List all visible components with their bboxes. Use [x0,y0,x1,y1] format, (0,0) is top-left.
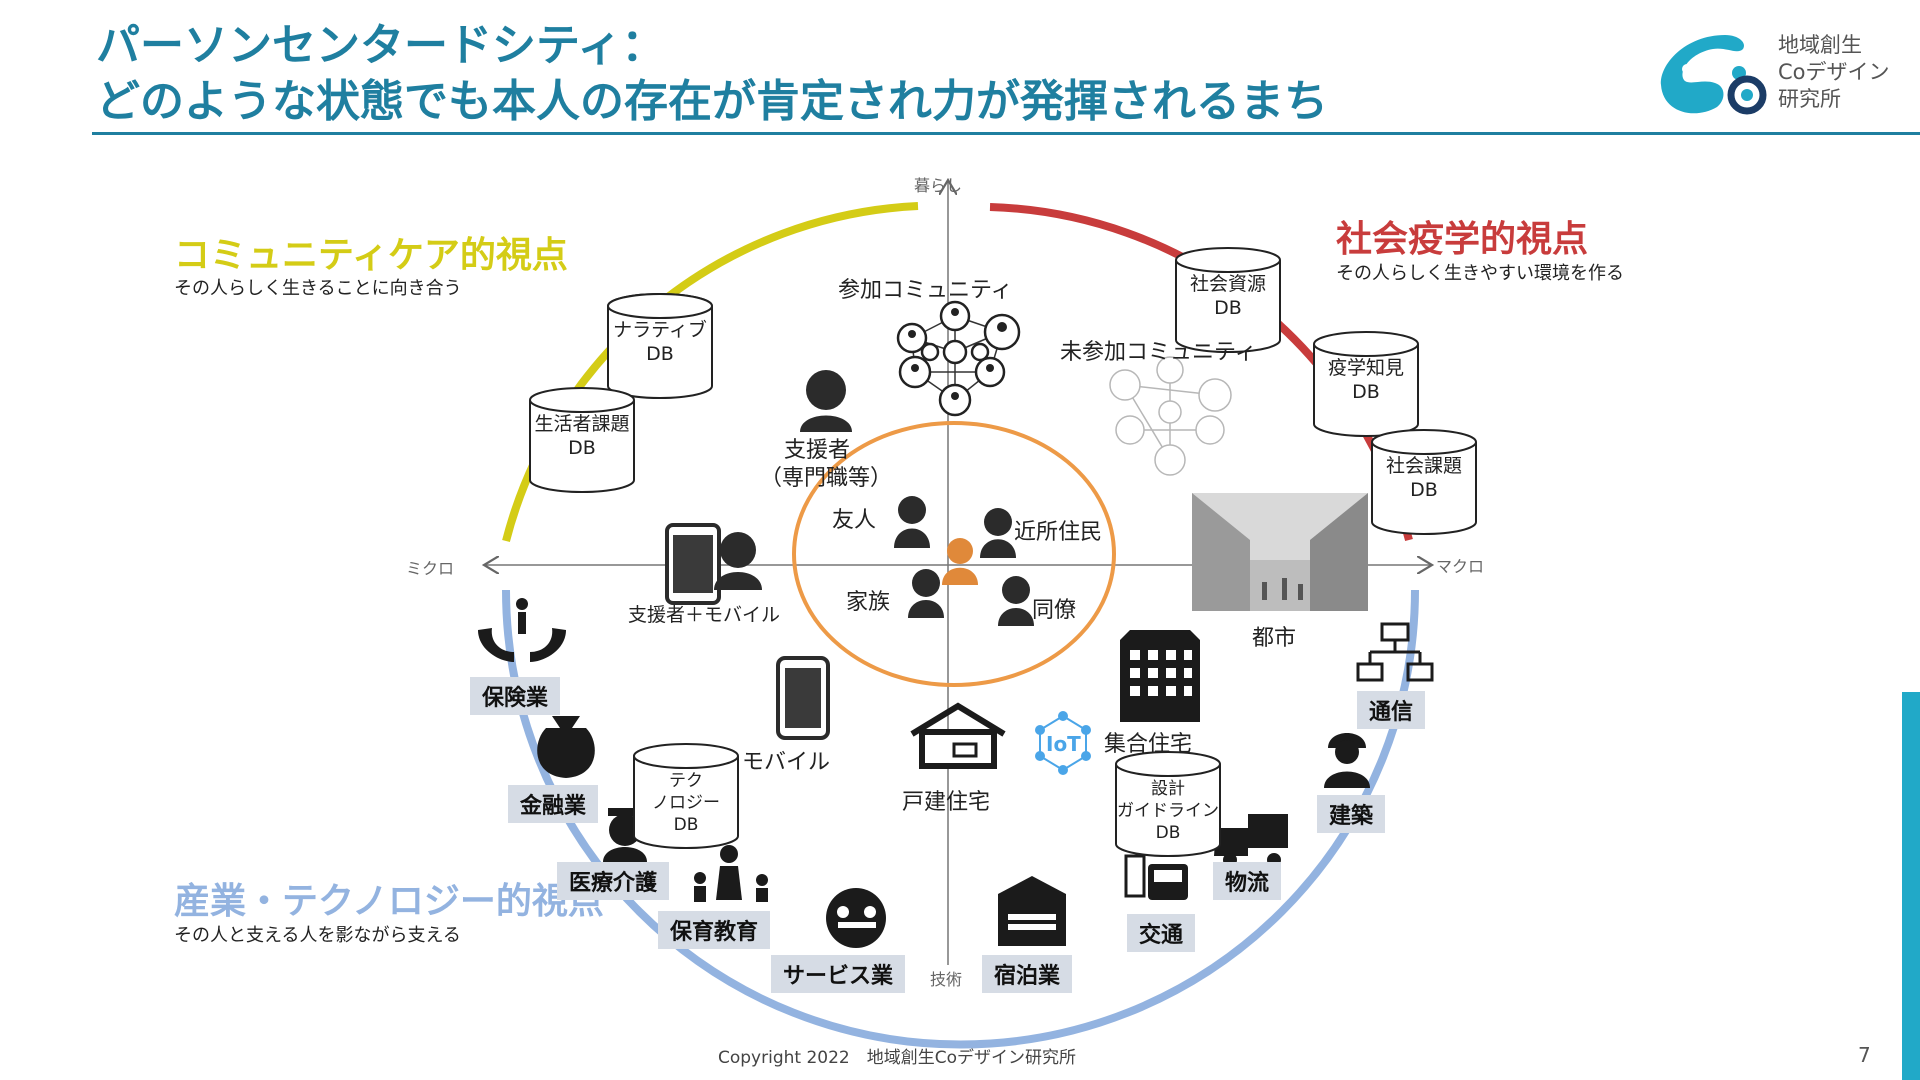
resident-issues-db-line1: 生活者課題 [534,413,630,435]
industry-traffic: 交通 [1127,914,1196,952]
industry-medical-care: 医療介護 [557,862,670,900]
neighbor-label: 近所住民 [1014,520,1103,545]
social-issues-db-line1: 社会課題 [1385,455,1462,477]
inner-circle [792,421,1116,687]
logo-line-3: 研究所 [1778,87,1841,111]
construction-icon [1324,733,1370,788]
social-epidemiology-perspective-sub: その人らしく生きやすい環境を作る [1336,263,1624,284]
industry-technology-perspective-title: 産業・テクノロジー的視点 [174,881,604,922]
apartment-label: 集合住宅 [1104,732,1193,757]
friend-figure [894,496,930,548]
social-issues-db-line2: DB [1410,479,1438,501]
narrative-db-line1: ナラティブ [613,319,707,341]
industry-lodging: 宿泊業 [982,955,1073,993]
axis-label-bottom: 技術 [930,970,963,989]
technology-db-line1: テク [669,771,703,791]
industry-childcare-education: 保育教育 [658,911,771,949]
friend-label: 友人 [832,508,877,533]
city-label: 都市 [1252,626,1297,651]
telecom-icon [1356,622,1434,682]
participating-community-people [908,308,1007,400]
logo-line-2: Coデザイン [1778,60,1890,84]
side-accent-bar [1902,692,1920,1080]
non-participating-community-network [1109,356,1232,476]
epidemiology-db-line1: 疫学知見 [1327,357,1404,379]
non-participating-community-label: 未参加コミュニティ [1060,340,1257,365]
supporter-figure [800,370,852,432]
apartment-building [1120,630,1200,722]
resident-issues-db-line2: DB [568,437,596,459]
page-number: 7 [1858,1043,1871,1067]
participating-community-nodes [896,300,1021,417]
family-label: 家族 [846,590,891,615]
community-care-perspective-sub: その人らしく生きることに向き合う [174,278,462,299]
design-guideline-db-line1: 設計 [1151,779,1185,799]
axis-label-right: マクロ [1436,557,1485,576]
logistics-icon [1214,814,1288,867]
self-figure [942,538,978,585]
social-resources-db-line1: 社会資源 [1189,273,1266,295]
industry-finance: 金融業 [508,785,599,823]
supporter-mobile-figure [665,523,762,605]
supporter-sub-label: （専門職等） [760,466,893,491]
industry-insurance: 保険業 [470,677,561,715]
finance-icon [537,716,595,778]
title-line-1: パーソンセンタードシティ： [96,20,666,71]
social-epidemiology-perspective-title: 社会疫学的視点 [1336,219,1589,260]
lodging-icon [998,876,1066,946]
industry-service: サービス業 [771,955,906,993]
technology-db-line3: DB [673,815,699,835]
supporter-mobile-label: 支援者＋モバイル [628,604,781,626]
epidemiology-db-line2: DB [1352,381,1380,403]
insurance-icon [478,598,566,662]
title-line-2: どのような状態でも本人の存在が肯定され力が発揮されるまち [96,76,1328,127]
social-resources-db-line2: DB [1214,297,1242,319]
axis-label-top: 暮らし [914,176,963,195]
childcare-icon [694,845,768,902]
colleague-label: 同僚 [1032,598,1077,623]
design-guideline-db-line2: ガイドライン [1117,801,1219,821]
community-care-perspective-title: コミュニティケア的視点 [174,235,568,276]
traffic-icon [1124,854,1188,900]
page-title: パーソンセンタードシティ： どのような状態でも本人の存在が肯定され力が発揮される… [96,18,1328,130]
design-guideline-db-line3: DB [1155,823,1181,843]
mobile-label: モバイル [742,750,831,775]
axis-label-left: ミクロ [406,559,455,578]
mobile-phone [776,656,830,740]
house-label: 戸建住宅 [902,790,991,815]
technology-db-line2: ノロジー [652,793,720,813]
title-underline [92,132,1920,135]
narrative-db-line2: DB [646,343,674,365]
service-icon [826,888,886,948]
family-figure [908,569,944,618]
industry-telecom: 通信 [1357,691,1426,729]
industry-technology-perspective-sub: その人と支える人を影ながら支える [174,925,461,946]
logo-text: 地域創生 Coデザイン 研究所 [1778,32,1890,113]
industry-logistics: 物流 [1213,862,1282,900]
city-image [1192,493,1368,611]
copyright-footer: Copyright 2022 地域創生Coデザイン研究所 [718,1048,1077,1068]
industry-construction: 建築 [1317,795,1386,833]
neighbor-figure [980,508,1016,558]
detached-house [910,702,1006,769]
logo-line-1: 地域創生 [1778,33,1862,57]
colleague-figure [998,576,1034,626]
participating-community-label: 参加コミュニティ [838,278,1013,303]
iot-label: IoT [1046,732,1081,756]
supporter-label: 支援者 [784,438,851,463]
iot-icon [1035,711,1091,775]
logo-mark [1660,35,1767,115]
